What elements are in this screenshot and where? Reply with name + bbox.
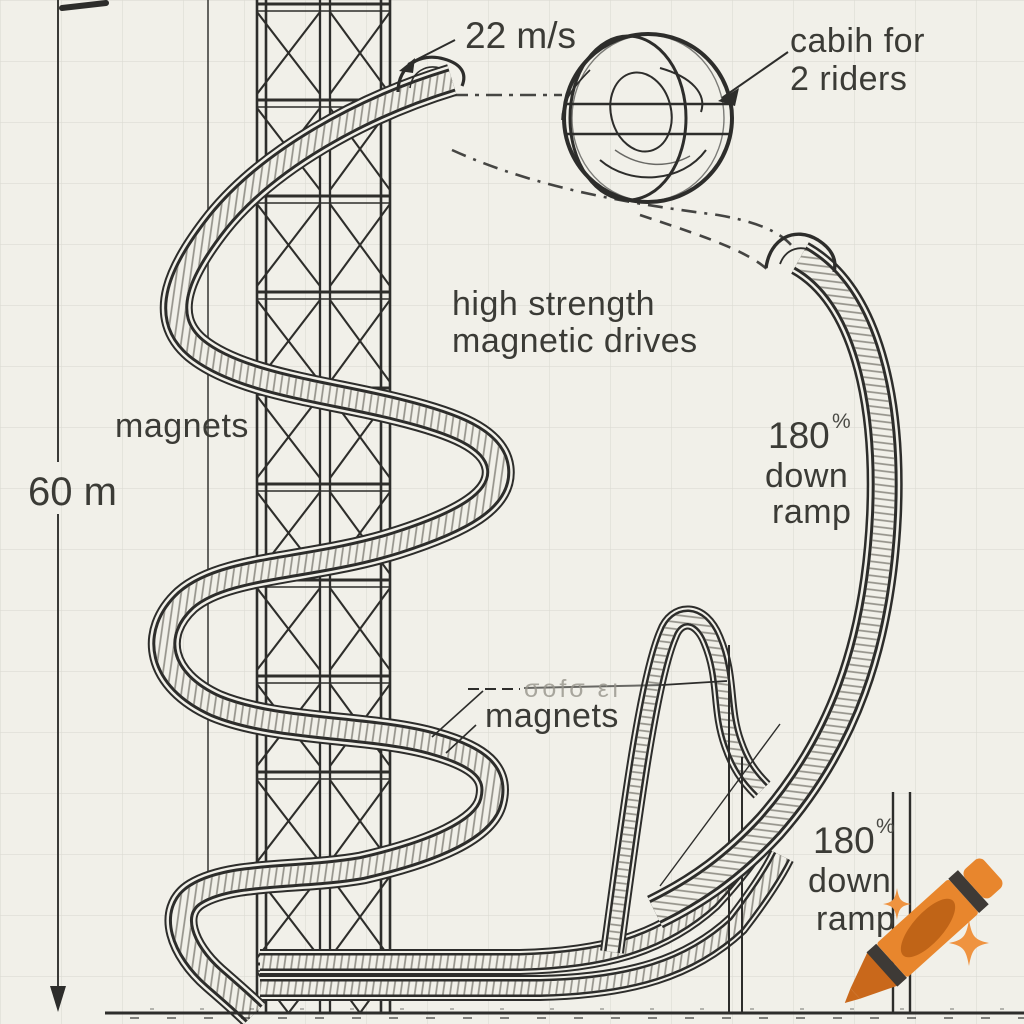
hump-track [612, 617, 912, 1012]
ramp-mid-angle: 180 [768, 415, 830, 456]
ramp-bottom-ramp: ramp [816, 900, 895, 938]
ramp-mid-sup: % [832, 410, 851, 433]
drive-label-line2: magnetic drives [452, 322, 698, 360]
rider-sketch [609, 71, 673, 153]
cabin-leader [721, 51, 789, 99]
magnets-left-label: magnets [115, 407, 249, 445]
ramp-mid-down: down [765, 457, 848, 495]
speed-leader [407, 39, 456, 65]
track-crest-cap [396, 55, 466, 93]
height-label: 60 m [28, 470, 117, 514]
dimension-tick [59, 0, 109, 11]
sparkle-icon [949, 920, 989, 966]
leader-lines [399, 39, 789, 754]
dimension-arrow-down [50, 986, 66, 1012]
scribble-strike [523, 684, 663, 689]
annotations: 22 m/s cabih for 2 riders high strength … [28, 15, 925, 938]
spiral-track [164, 55, 498, 1014]
crayon-watermark [844, 858, 1003, 1003]
ramp-bottom-down: down [808, 862, 891, 900]
magnets-leader-1 [431, 690, 484, 738]
sphere-cabin [561, 32, 734, 204]
sparkle-icon [883, 888, 911, 920]
dimension-lines [50, 0, 209, 1012]
ramp-top-hook [764, 232, 837, 273]
faded-scribble: σofσ εı [524, 675, 622, 703]
magnets-center-label: magnets [485, 697, 619, 735]
cabin-arrowhead [718, 88, 739, 106]
ramp-bottom-sup: % [876, 815, 895, 838]
speed-arrowhead [399, 58, 415, 73]
crayon-icon [844, 858, 1003, 1003]
ramp-mid-ramp: ramp [772, 493, 851, 531]
trajectory-dashes [451, 93, 793, 271]
ground-line [105, 1008, 1024, 1019]
support-posts [659, 645, 912, 1012]
cabin-label-line1: cabih for [790, 22, 925, 60]
speed-label: 22 m/s [465, 15, 576, 56]
cabin-label-line2: 2 riders [790, 60, 907, 98]
ramp-bottom-angle: 180 [813, 820, 875, 861]
down-ramp [655, 232, 885, 912]
drive-label-line1: high strength [452, 285, 655, 323]
magnets-leader-2 [445, 724, 477, 754]
